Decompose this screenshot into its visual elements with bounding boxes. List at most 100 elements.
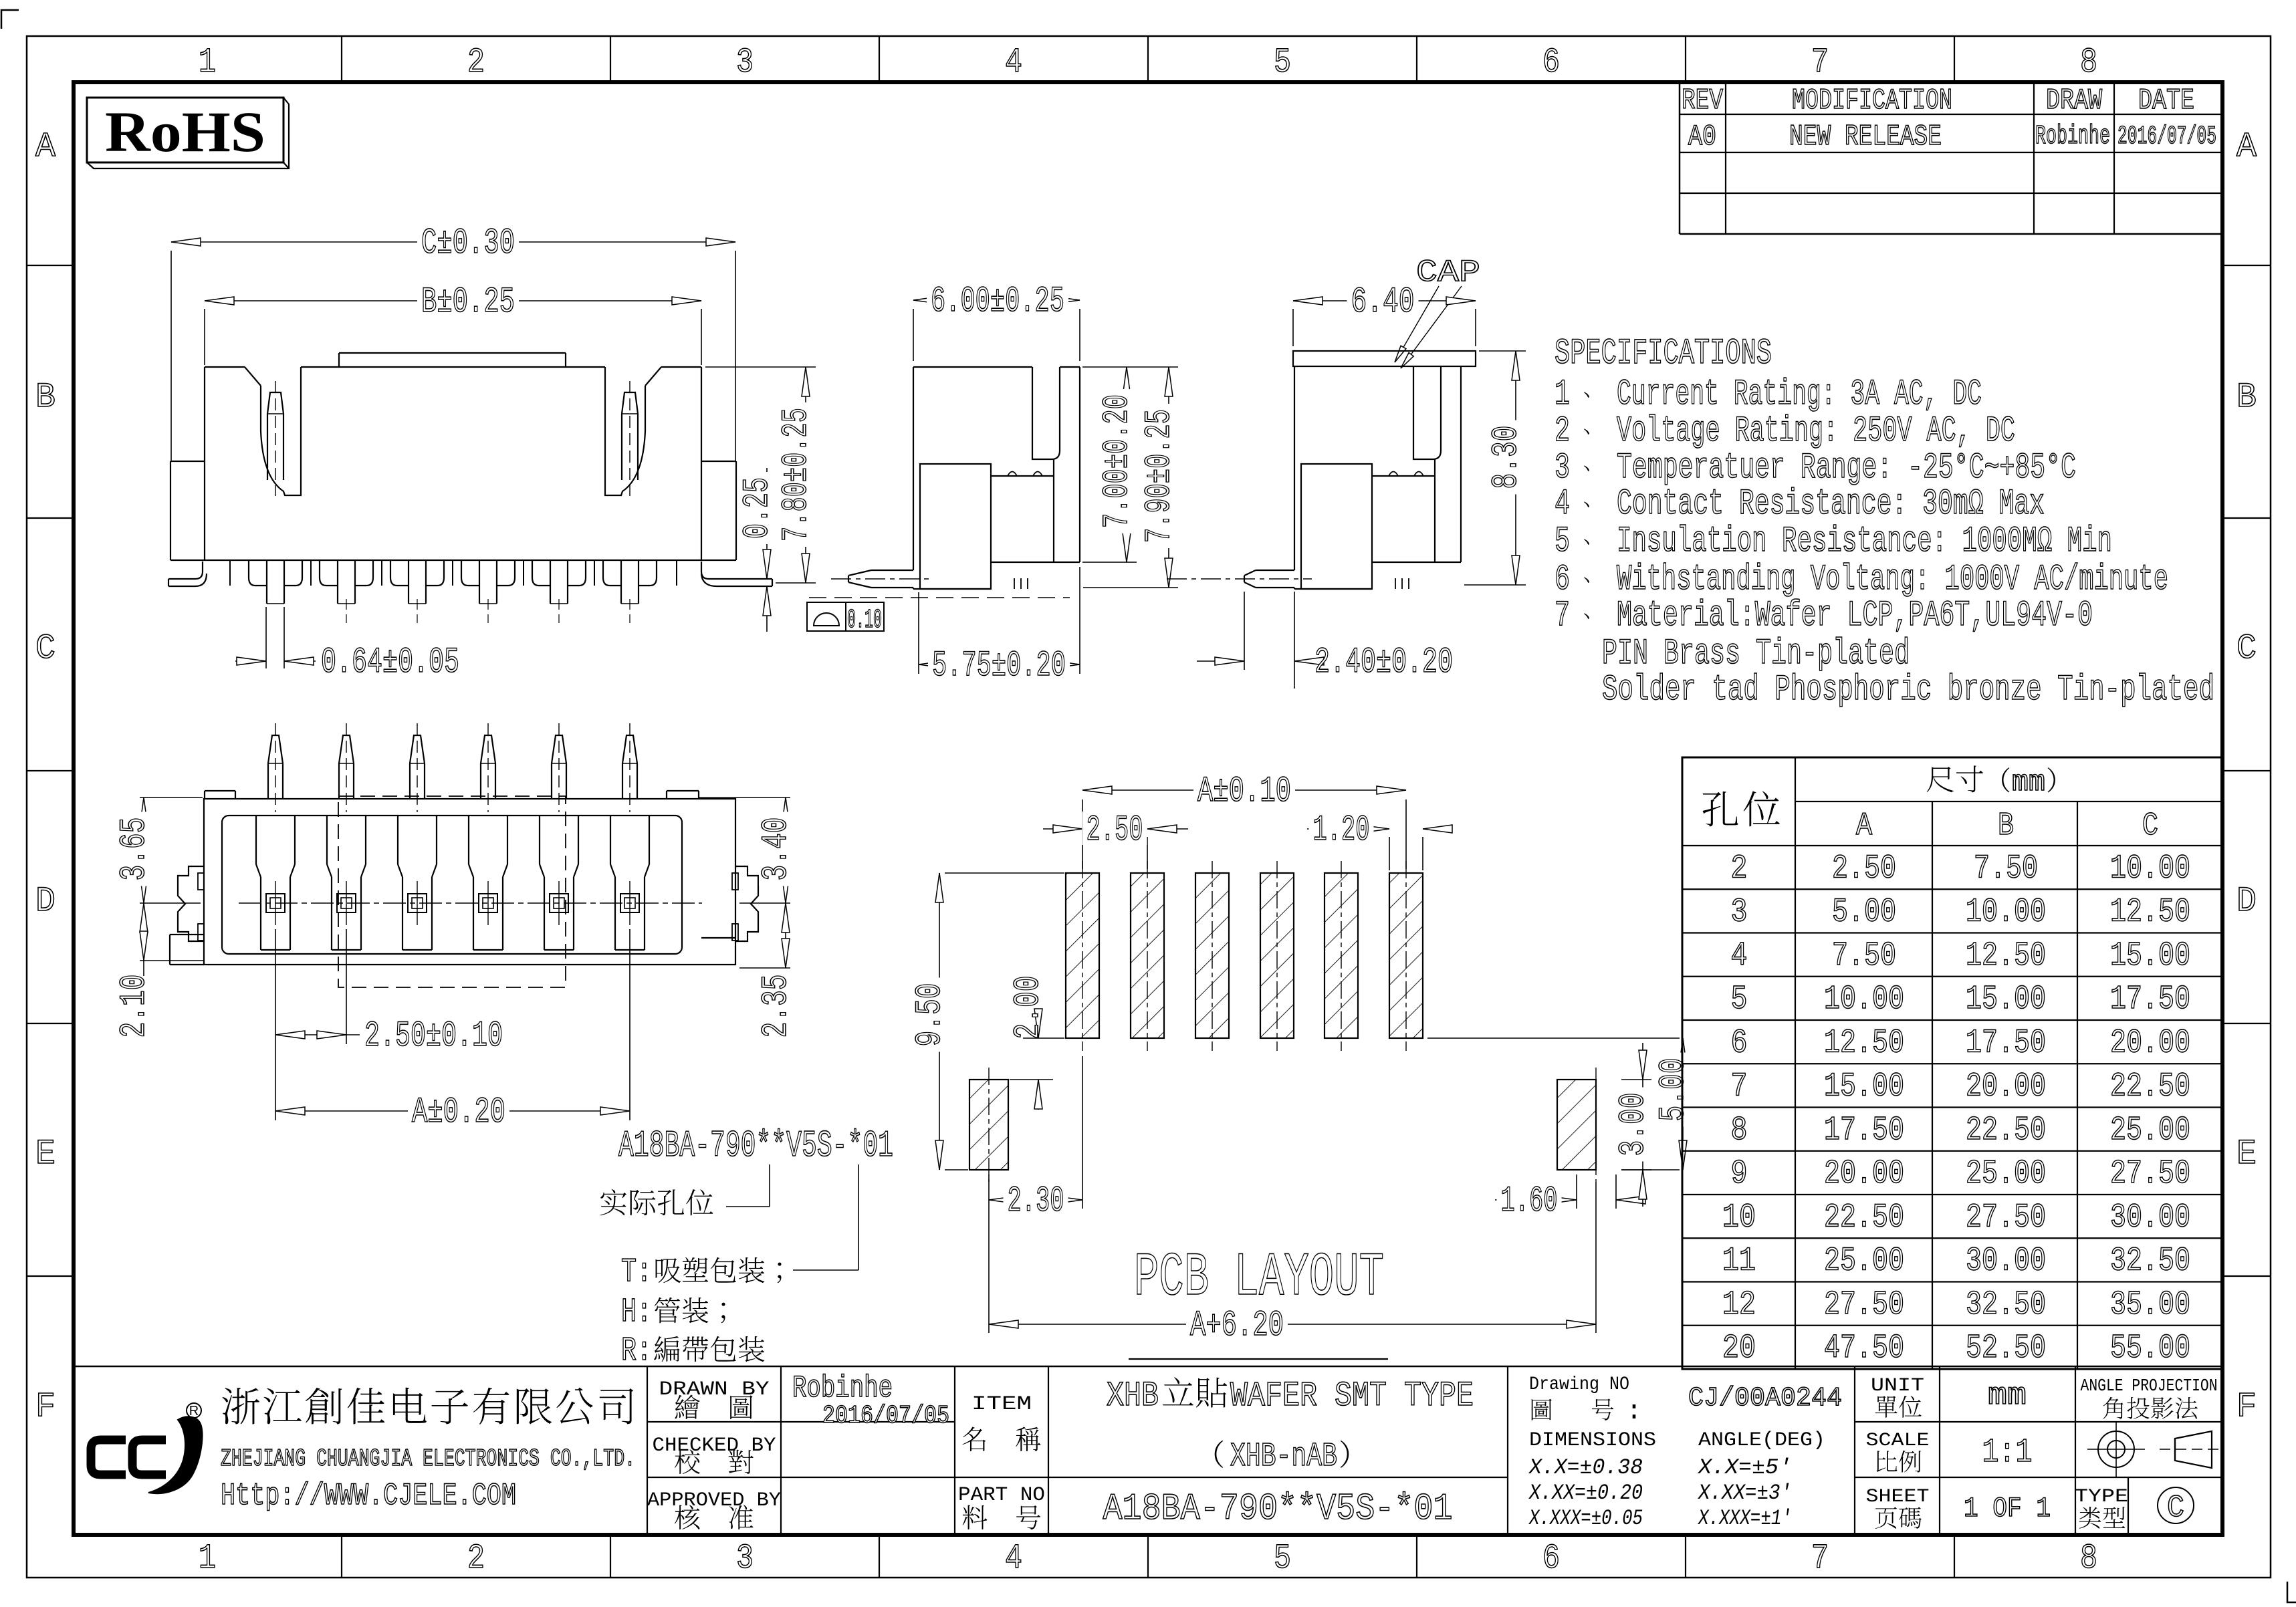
svg-text:C: C xyxy=(2142,808,2158,844)
svg-text:mm: mm xyxy=(2012,766,2045,799)
svg-text:2016/07/05: 2016/07/05 xyxy=(822,1402,949,1431)
svg-text:Robinhe: Robinhe xyxy=(792,1371,893,1406)
svg-text:TYPE: TYPE xyxy=(2075,1487,2128,1507)
svg-text:X.X=±0.38: X.X=±0.38 xyxy=(1528,1455,1643,1480)
svg-text:5: 5 xyxy=(1555,521,1570,562)
svg-text:R:: R: xyxy=(621,1332,652,1370)
svg-text:35.00: 35.00 xyxy=(2110,1286,2190,1324)
svg-text:DRAW: DRAW xyxy=(2046,84,2102,118)
svg-text:5.00: 5.00 xyxy=(1832,894,1896,932)
svg-text:1: 1 xyxy=(1555,374,1570,415)
svg-text:20.00: 20.00 xyxy=(1824,1155,1904,1193)
svg-text:3.40: 3.40 xyxy=(756,818,797,881)
svg-text:X.XX=±3': X.XX=±3' xyxy=(1697,1481,1792,1505)
svg-text:F: F xyxy=(2236,1387,2257,1427)
svg-text:6: 6 xyxy=(1542,1539,1560,1578)
svg-text:H:: H: xyxy=(621,1293,652,1332)
svg-text:22.50: 22.50 xyxy=(1966,1112,2046,1150)
svg-text:Material:Wafer LCP,PA6T,UL94V-: Material:Wafer LCP,PA6T,UL94V-0 xyxy=(1617,596,2093,636)
svg-text:47.50: 47.50 xyxy=(1824,1330,1904,1368)
svg-text:mm: mm xyxy=(1988,1378,2027,1413)
svg-text:REV: REV xyxy=(1682,84,1723,118)
svg-text:Contact Resistance: 30mΩ Max: Contact Resistance: 30mΩ Max xyxy=(1617,484,2045,525)
svg-text:10.00: 10.00 xyxy=(2110,850,2190,888)
svg-text:Voltage Rating: 250V AC, DC: Voltage Rating: 250V AC, DC xyxy=(1617,411,2015,452)
svg-text:A18BA-790**V5S-*01: A18BA-790**V5S-*01 xyxy=(1103,1487,1453,1530)
svg-text:17.50: 17.50 xyxy=(2110,981,2190,1019)
svg-text:E: E xyxy=(2236,1134,2257,1174)
svg-text:17.50: 17.50 xyxy=(1966,1024,2046,1062)
svg-text:4: 4 xyxy=(1731,937,1748,975)
svg-text:0.25: 0.25 xyxy=(737,477,778,539)
svg-text:DIMENSIONS: DIMENSIONS xyxy=(1529,1429,1656,1452)
svg-text:1: 1 xyxy=(199,1539,216,1578)
svg-text:2.50: 2.50 xyxy=(1832,850,1896,888)
svg-text:7.80±0.25: 7.80±0.25 xyxy=(776,408,817,541)
svg-text:2.35: 2.35 xyxy=(756,975,797,1038)
svg-text:12.50: 12.50 xyxy=(1966,937,2046,975)
svg-text:10: 10 xyxy=(1722,1199,1756,1237)
svg-text:2: 2 xyxy=(467,1539,485,1578)
svg-text:27.50: 27.50 xyxy=(2110,1155,2190,1193)
svg-text:ANGLE(DEG): ANGLE(DEG) xyxy=(1698,1429,1825,1452)
svg-text:22.50: 22.50 xyxy=(2110,1068,2190,1106)
svg-text:7.00±0.20: 7.00±0.20 xyxy=(1097,394,1138,528)
svg-text:C±0.30: C±0.30 xyxy=(421,223,515,264)
svg-text:20: 20 xyxy=(1722,1330,1756,1368)
svg-text:A: A xyxy=(2236,127,2257,166)
svg-text:CAP: CAP xyxy=(1416,255,1480,290)
svg-text:Solder tad Phosphoric bronze T: Solder tad Phosphoric bronze Tin-plated xyxy=(1602,670,2214,711)
svg-text:7: 7 xyxy=(1731,1068,1748,1106)
svg-text:7: 7 xyxy=(1811,1539,1829,1578)
svg-text:2: 2 xyxy=(467,43,485,82)
svg-text:X.XXX=±0.05: X.XXX=±0.05 xyxy=(1528,1506,1643,1531)
svg-text:A: A xyxy=(35,127,56,166)
svg-text:ZHEJIANG CHUANGJIA ELECTRONICS: ZHEJIANG CHUANGJIA ELECTRONICS CO.,LTD. xyxy=(221,1445,635,1473)
svg-text:17.50: 17.50 xyxy=(1824,1112,1904,1150)
svg-text:2: 2 xyxy=(1555,411,1570,452)
svg-text:4: 4 xyxy=(1005,1539,1022,1578)
svg-text:CJ/00A0244: CJ/00A0244 xyxy=(1688,1384,1842,1414)
svg-text:Robinhe: Robinhe xyxy=(2035,122,2110,152)
svg-text:APPROVED BY: APPROVED BY xyxy=(647,1489,781,1512)
svg-text:T:: T: xyxy=(621,1253,652,1291)
svg-text:XHB: XHB xyxy=(1107,1376,1159,1416)
svg-text:8: 8 xyxy=(2080,1539,2097,1578)
svg-text:2: 2 xyxy=(1731,850,1748,888)
svg-text:0.10: 0.10 xyxy=(847,606,882,636)
svg-text:22.50: 22.50 xyxy=(1824,1199,1904,1237)
svg-text:7.50: 7.50 xyxy=(1832,937,1896,975)
svg-text:2.10: 2.10 xyxy=(114,975,155,1038)
svg-text:B: B xyxy=(2236,378,2257,417)
svg-text:3.65: 3.65 xyxy=(114,818,155,881)
svg-text:3: 3 xyxy=(736,1539,754,1578)
svg-text:3: 3 xyxy=(1731,894,1748,932)
svg-text:XHB-nAB: XHB-nAB xyxy=(1230,1438,1337,1476)
svg-text:3.00: 3.00 xyxy=(1613,1093,1654,1156)
svg-text:10.00: 10.00 xyxy=(1966,894,2046,932)
svg-text:A±0.10: A±0.10 xyxy=(1197,771,1291,812)
svg-text:5: 5 xyxy=(1731,981,1748,1019)
svg-text:PCB LAYOUT: PCB LAYOUT xyxy=(1134,1243,1384,1313)
svg-text:4: 4 xyxy=(1005,43,1022,82)
svg-text:ITEM: ITEM xyxy=(971,1393,1032,1416)
svg-text:B: B xyxy=(35,378,55,417)
svg-text:52.50: 52.50 xyxy=(1966,1330,2046,1368)
svg-text:SHEET: SHEET xyxy=(1866,1487,1930,1507)
svg-text:C: C xyxy=(2167,1491,2184,1525)
svg-text:27.50: 27.50 xyxy=(1966,1199,2046,1237)
svg-text:SCALE: SCALE xyxy=(1866,1431,1930,1451)
svg-text:25.00: 25.00 xyxy=(2110,1112,2190,1150)
svg-text:12.50: 12.50 xyxy=(1824,1024,1904,1062)
svg-text:7: 7 xyxy=(1555,596,1570,636)
svg-text:5.75±0.20: 5.75±0.20 xyxy=(932,646,1066,687)
svg-text:E: E xyxy=(35,1134,55,1174)
svg-text:7: 7 xyxy=(1811,43,1829,82)
svg-text:A18BA-790**V5S-*01: A18BA-790**V5S-*01 xyxy=(618,1124,893,1167)
svg-text:2016/07/05: 2016/07/05 xyxy=(2117,122,2216,151)
svg-text:MODIFICATION: MODIFICATION xyxy=(1792,84,1952,118)
svg-text:2.50±0.10: 2.50±0.10 xyxy=(364,1016,503,1057)
svg-text:ANGLE PROJECTION: ANGLE PROJECTION xyxy=(2081,1376,2218,1396)
svg-text:C: C xyxy=(35,629,55,668)
svg-text:55.00: 55.00 xyxy=(2110,1330,2190,1368)
